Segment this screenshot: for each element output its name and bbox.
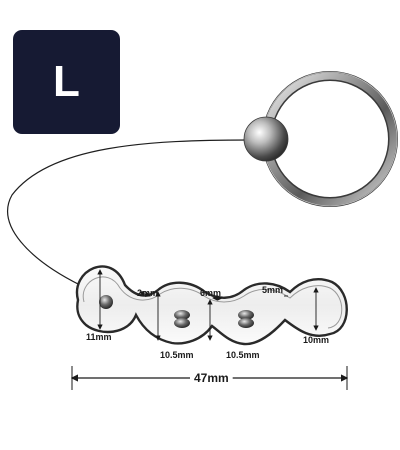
- label-47mm-background: [190, 370, 233, 386]
- label-11mm: 11mm: [86, 332, 112, 342]
- label-2mm: 2mm: [137, 288, 158, 298]
- connecting-wire: [7, 139, 251, 286]
- label-47mm: 47mm: [194, 371, 229, 385]
- label-10-5mm-right: 10.5mm: [226, 350, 260, 360]
- ring-ball: [243, 116, 289, 162]
- label-10-5mm-left: 10.5mm: [160, 350, 194, 360]
- label-6mm: 6mm: [200, 288, 221, 298]
- bead-stack-right: [238, 310, 254, 328]
- label-10mm: 10mm: [303, 335, 329, 345]
- bead-small: [99, 295, 113, 309]
- cage-body: [75, 265, 348, 346]
- size-label: L: [53, 57, 80, 106]
- bead-stack-left: [174, 310, 190, 328]
- label-5mm: 5mm: [262, 285, 283, 295]
- size-badge: L: [13, 30, 120, 134]
